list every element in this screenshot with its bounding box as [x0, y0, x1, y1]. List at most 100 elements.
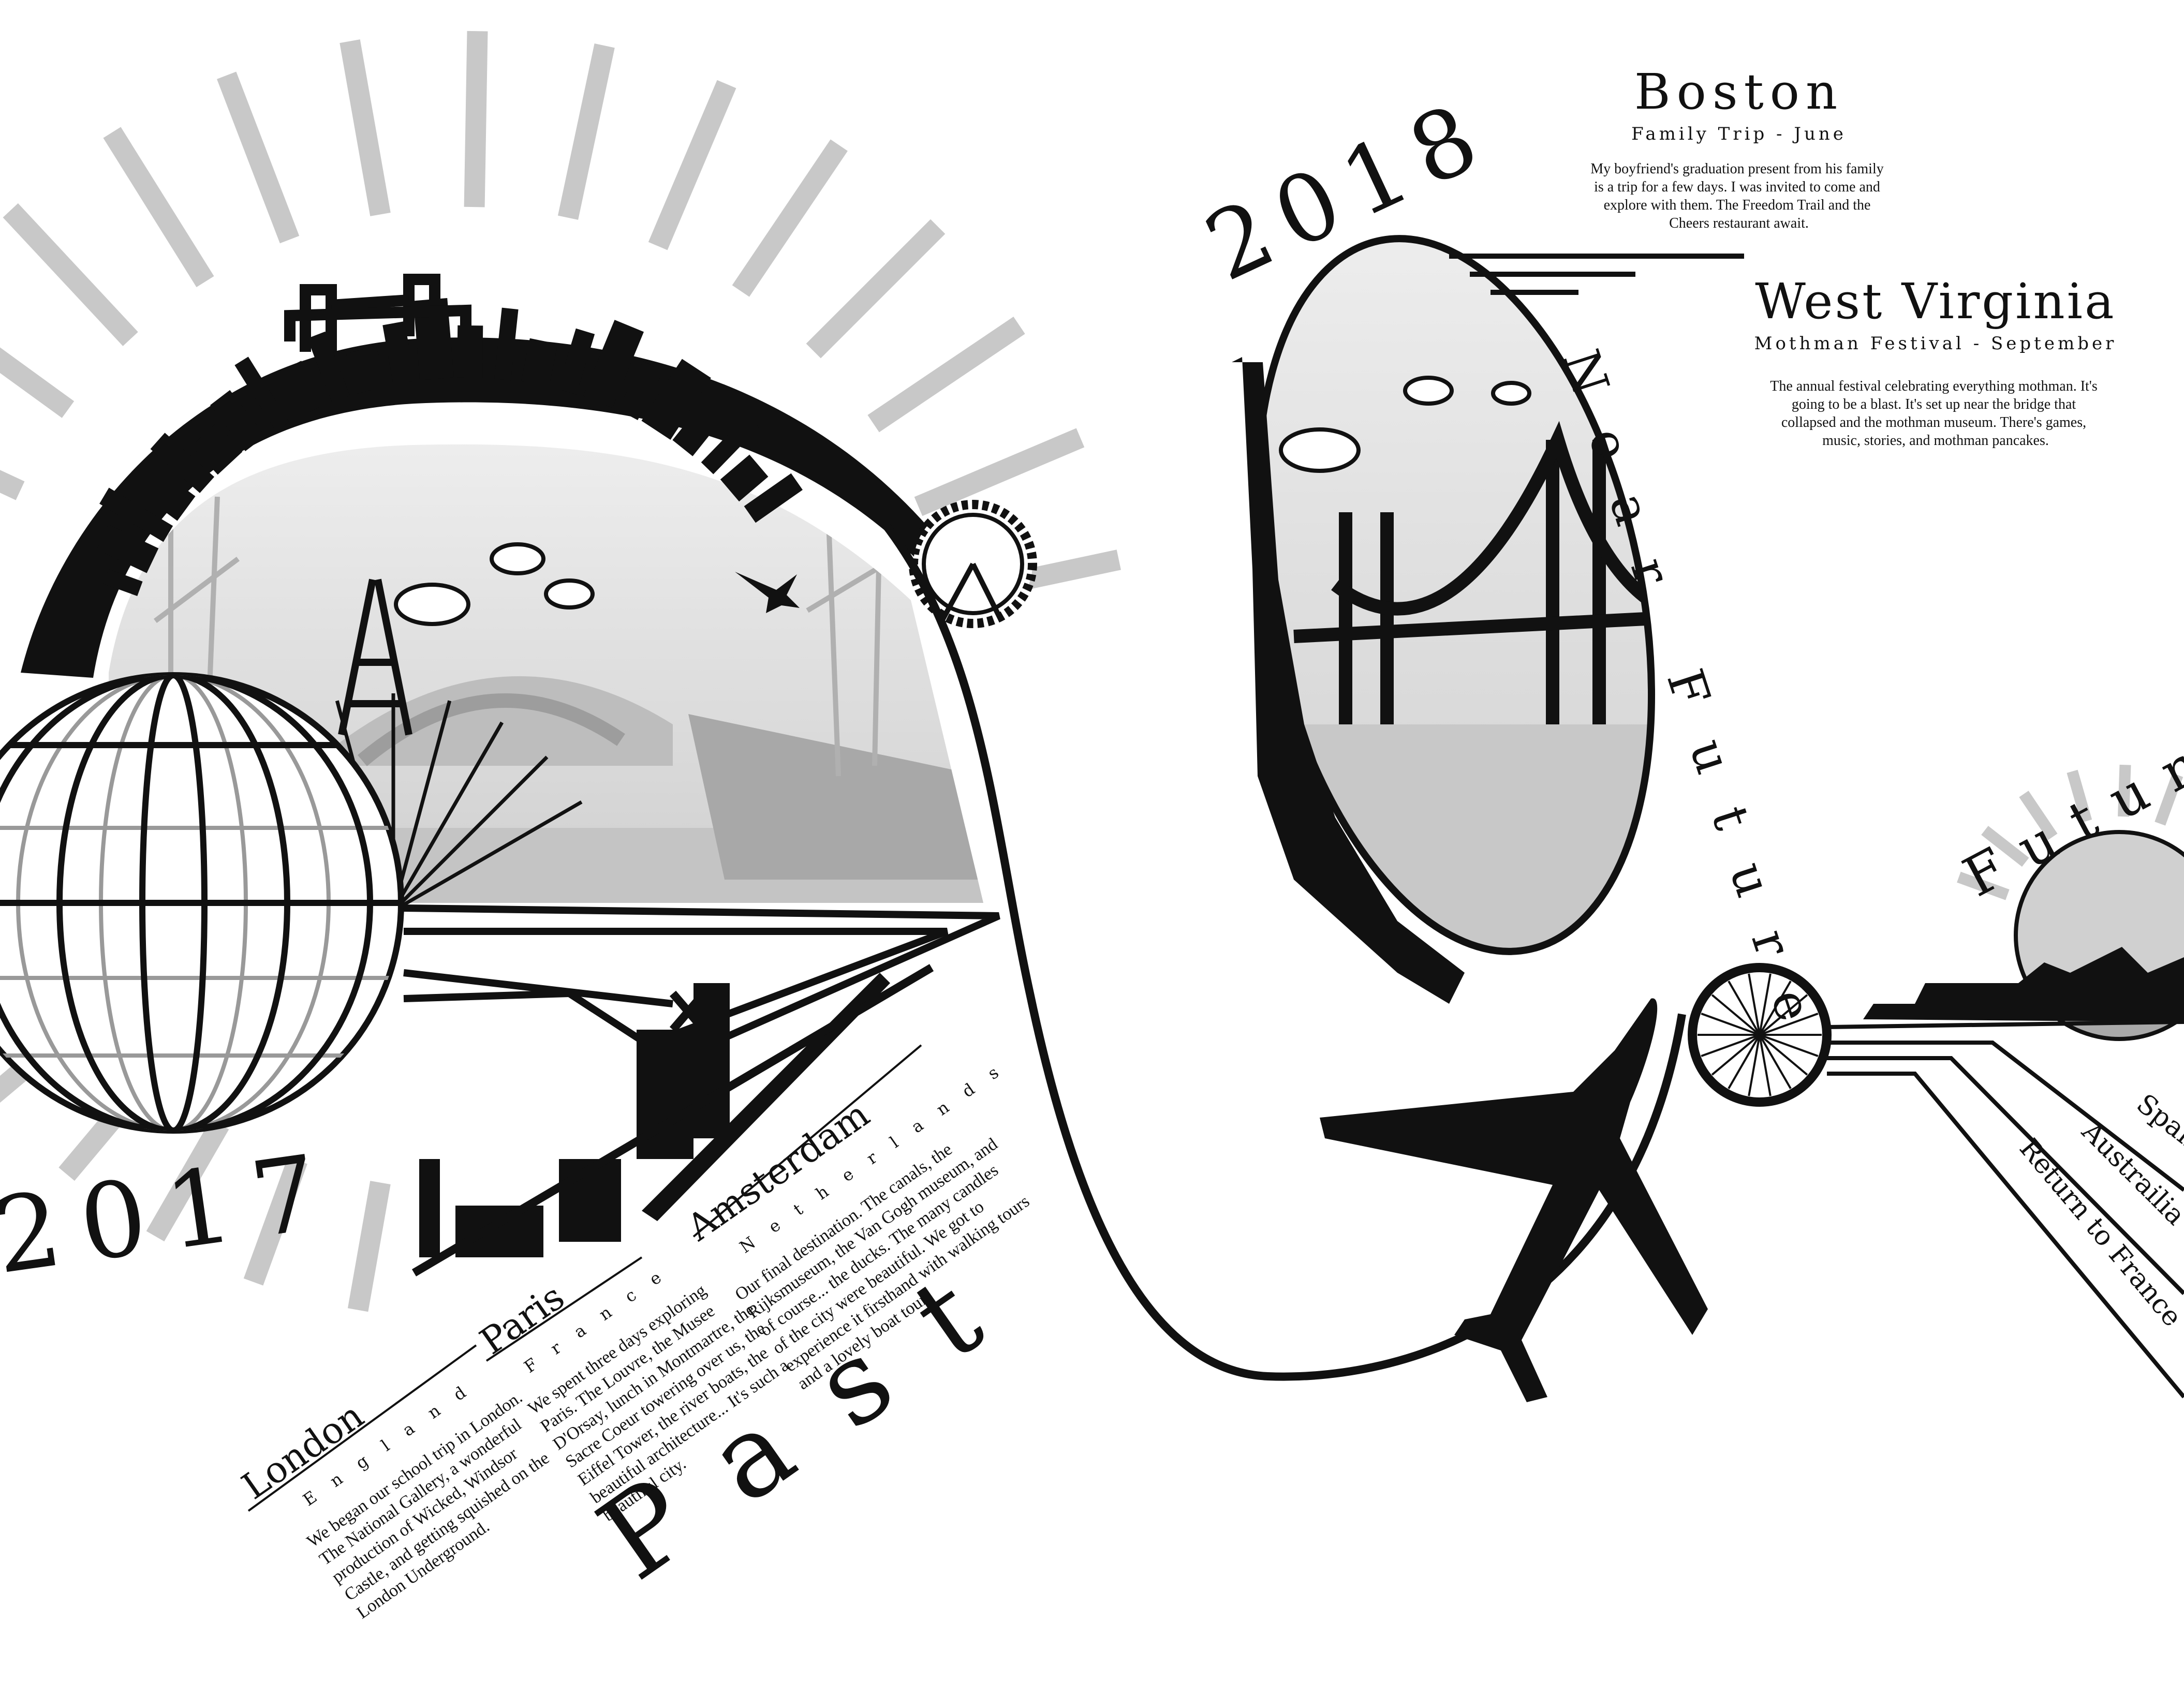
sunburst-ray — [2155, 773, 2183, 826]
skyline-building — [150, 433, 215, 493]
sunburst-ray — [464, 31, 488, 207]
wheel-spoke — [1759, 1034, 1792, 1089]
trip-subtitle: Mothman Festival - September — [1754, 333, 2117, 354]
wheel-spoke — [1728, 981, 1761, 1035]
trip-city: London — [234, 1394, 372, 1508]
tower-bridge-icon — [284, 274, 471, 352]
globe-icon — [0, 672, 404, 1134]
future-skyline-icon — [1863, 947, 2184, 1022]
skyline-building — [744, 473, 803, 523]
trip-boston: Boston Family Trip - June My boyfriend's… — [1590, 64, 1887, 231]
sunburst-ray — [340, 39, 391, 216]
wheel-spoke — [1759, 1034, 1819, 1057]
ferris-wheel-icon — [1688, 963, 1832, 1107]
skyline-building — [210, 390, 265, 451]
sunburst-ray — [3, 203, 138, 346]
fan-line — [399, 755, 549, 905]
sunburst-ray — [1981, 826, 2029, 867]
trip-city: West Virginia — [1755, 273, 2116, 330]
skyline-building — [413, 298, 454, 380]
wheel-spoke — [1728, 1034, 1761, 1089]
sunburst-ray — [146, 1119, 229, 1242]
skyline-building — [583, 320, 644, 408]
sunburst-ray — [0, 470, 25, 500]
past-sunburst-rays — [0, 31, 1121, 1312]
fan-line — [394, 700, 452, 901]
wheel-spoke — [1759, 973, 1772, 1035]
future-circle — [2014, 830, 2184, 1041]
skyline-building — [457, 325, 483, 378]
ferris-wheel-icon — [909, 500, 1037, 628]
future-item: Spain — [2131, 1088, 2184, 1161]
wheel-spoke — [1711, 994, 1761, 1036]
skyline-building — [672, 404, 722, 456]
skyline-building — [139, 468, 196, 521]
sunburst-ray — [914, 428, 1085, 516]
future-sunburst-rays — [1957, 764, 2183, 900]
wheel-spoke — [1711, 1034, 1761, 1076]
skyline-building — [96, 524, 159, 573]
sunburst-ray — [806, 219, 946, 359]
sunburst-ray — [1957, 871, 2010, 900]
trip-city: Boston — [1634, 64, 1843, 121]
trip-text: My boyfriend's graduation present from h… — [1590, 161, 1887, 231]
eiffel-tower-icon — [338, 578, 412, 736]
sunburst-ray — [347, 1181, 391, 1312]
fan-line — [401, 800, 583, 908]
trip-text: The annual festival celebrating everythi… — [1770, 378, 2101, 449]
wheel-spoke — [1748, 1034, 1761, 1096]
text-separators — [247, 1044, 922, 1512]
cloud-icon — [1279, 376, 1531, 473]
skyline-building — [103, 569, 143, 597]
skyline-building — [382, 321, 416, 385]
past-year: 2017 — [0, 1130, 346, 1298]
near-future-stripes — [1449, 254, 1744, 295]
skyline-building — [234, 357, 289, 431]
sunburst-ray — [557, 43, 615, 220]
skyline-building — [307, 331, 350, 403]
skyline-building — [521, 338, 558, 387]
skyline-building — [641, 359, 711, 440]
sunburst-ray — [103, 127, 214, 287]
trip-subtitle: Family Trip - June — [1631, 124, 1847, 144]
sunburst-ray — [867, 317, 1025, 433]
skyline-building — [720, 454, 769, 502]
sunburst-ray — [648, 80, 736, 250]
fan-line — [396, 721, 504, 903]
skyline-building — [99, 487, 173, 542]
sunburst-ray — [217, 71, 300, 244]
amsterdam-photo — [109, 444, 983, 903]
wheel-spoke — [1759, 994, 1808, 1036]
sunburst-ray — [243, 1156, 307, 1286]
windmill-icon — [669, 990, 707, 1033]
skyline-building — [617, 361, 663, 420]
skyline-building — [191, 423, 243, 475]
skyline-icon — [96, 298, 803, 597]
wheel-spoke — [1759, 1034, 1808, 1076]
ground-line — [411, 964, 934, 1276]
airplane-icon — [1320, 998, 1708, 1402]
sunburst-ray — [2019, 791, 2058, 840]
future-item: Return to France — [2013, 1133, 2184, 1333]
wheel-spoke — [1748, 973, 1761, 1035]
skyline-building — [557, 328, 595, 395]
future-stripes — [1826, 1020, 2184, 1399]
skyline-building — [494, 307, 519, 381]
airplane-icon — [735, 572, 800, 613]
sunburst-ray — [732, 139, 848, 297]
sunburst-ray — [0, 347, 75, 418]
trip-west-virginia: West Virginia Mothman Festival - Septemb… — [1754, 273, 2117, 449]
skyline-building — [276, 361, 323, 418]
wheel-spoke — [1701, 1034, 1760, 1057]
cloud-icon — [394, 542, 595, 626]
skyline-building — [346, 345, 388, 394]
wheel-spoke — [1759, 981, 1792, 1035]
sunburst-ray — [2118, 764, 2131, 817]
trip-text: We began our school trip in London. The … — [303, 1385, 579, 1623]
wheel-spoke — [1701, 1013, 1760, 1036]
skyline-building — [701, 415, 759, 474]
wheel-spoke — [1759, 1034, 1772, 1096]
train-icon — [642, 973, 890, 1221]
sunburst-ray — [2067, 769, 2092, 823]
